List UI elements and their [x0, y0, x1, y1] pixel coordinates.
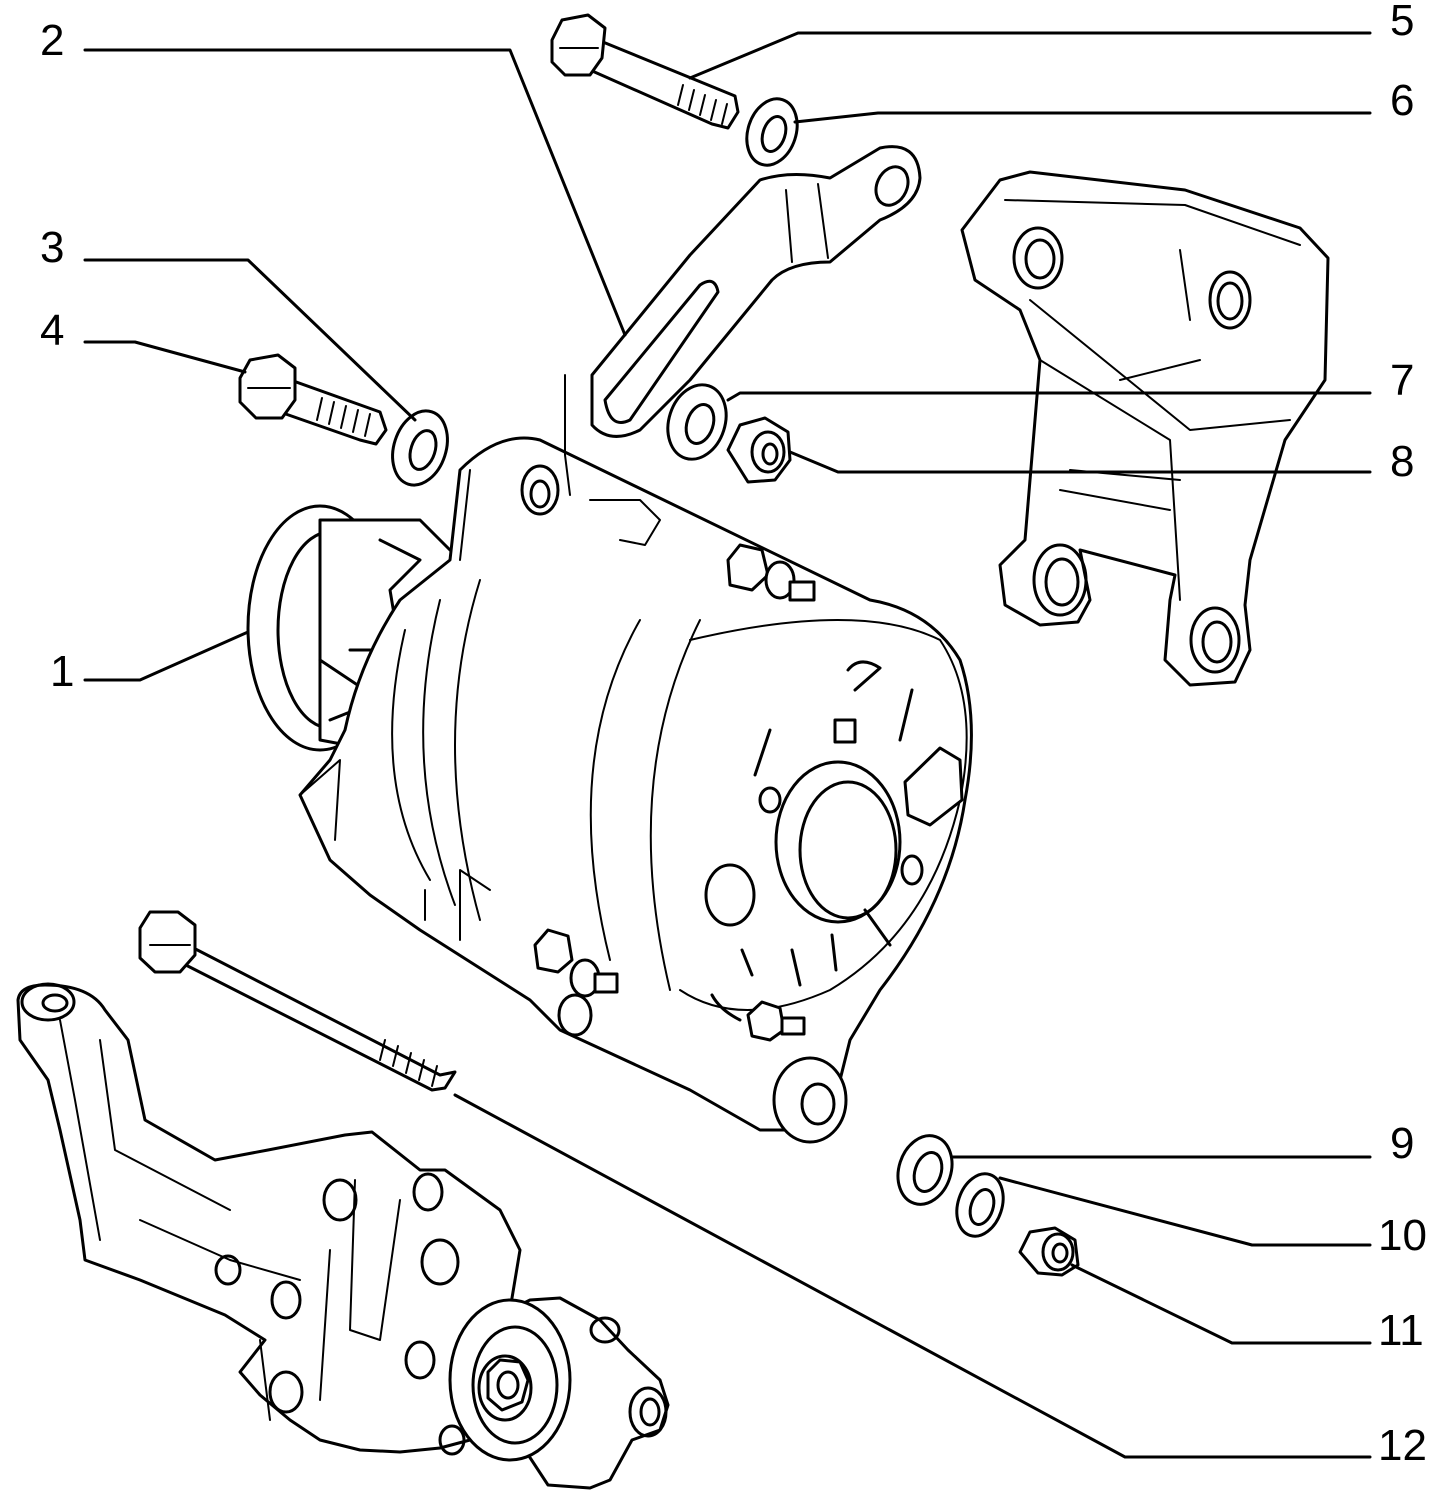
leader-5: [688, 31, 1372, 80]
callout-10: 10: [1378, 1211, 1427, 1260]
leader-12: [453, 1093, 1372, 1459]
leader-2: [83, 48, 627, 337]
leader-lines: [83, 31, 1372, 1459]
leader-4: [83, 340, 247, 374]
leader-3: [83, 258, 417, 422]
callout-2: 2: [40, 16, 64, 65]
leader-7: [726, 391, 1372, 402]
adjusting-bracket-2: [590, 145, 922, 438]
washer-10: [955, 1172, 1005, 1238]
nut-11: [1018, 1226, 1080, 1277]
callout-1: 1: [50, 647, 74, 696]
callout-5: 5: [1390, 0, 1414, 45]
bolt-4: [238, 353, 388, 446]
long-bolt-12: [138, 910, 457, 1092]
leader-10: [998, 1176, 1372, 1247]
washer-7: [666, 383, 728, 461]
callout-7: 7: [1390, 356, 1414, 405]
leader-6: [793, 111, 1372, 124]
callout-4: 4: [40, 306, 64, 355]
nut-8: [726, 416, 792, 484]
lower-engine-bracket: [16, 982, 670, 1490]
callout-9: 9: [1390, 1119, 1414, 1168]
washer-9: [896, 1134, 954, 1206]
washer-3: [391, 409, 449, 487]
callout-11: 11: [1378, 1306, 1424, 1355]
leader-11: [1070, 1263, 1372, 1345]
callout-labels: 1 2 3 4 5 6 7 8 9 10 11 12: [40, 0, 1427, 1470]
leader-1: [83, 630, 250, 682]
callout-3: 3: [40, 223, 64, 272]
bolt-5: [550, 13, 740, 130]
upper-mounting-bracket: [960, 170, 1330, 687]
alternator-1: [246, 436, 973, 1144]
callout-12: 12: [1378, 1421, 1427, 1470]
leader-8: [788, 450, 1372, 474]
callout-6: 6: [1390, 76, 1414, 125]
washer-6: [745, 97, 799, 167]
callout-8: 8: [1390, 437, 1414, 486]
